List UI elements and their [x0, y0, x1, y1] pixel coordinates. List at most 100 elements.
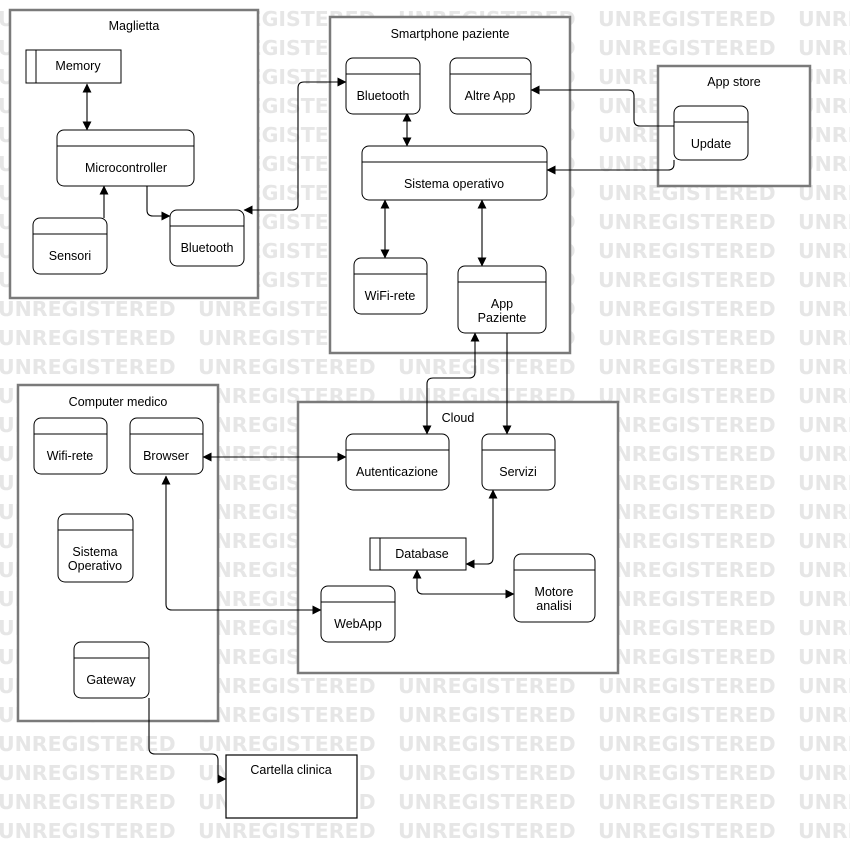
node-memory: Memory	[25, 49, 122, 84]
watermark-text: UNREGISTERED	[598, 558, 776, 582]
watermark-text: UNREGISTERED	[598, 819, 776, 843]
node-motore-analisi-label-2: analisi	[536, 599, 571, 613]
watermark-text: UNREGISTERED	[598, 587, 776, 611]
watermark-text: UNREGISTERED	[598, 471, 776, 495]
watermark-text: UNREGISTERED	[798, 7, 850, 31]
node-microcontroller-label: Microcontroller	[85, 161, 167, 175]
watermark-text: UNREGISTERED	[798, 732, 850, 756]
container-smartphone-title: Smartphone paziente	[391, 27, 510, 41]
watermark-text: UNREGISTERED	[798, 819, 850, 843]
watermark-text: UNREGISTERED	[398, 732, 576, 756]
watermark-text: UNREGISTERED	[598, 500, 776, 524]
watermark-text: UNREGISTERED	[0, 819, 176, 843]
node-microcontroller: Microcontroller	[56, 129, 195, 187]
node-wifi-rete-phone-label: WiFi-rete	[365, 289, 416, 303]
node-sistema-operativo-pc-label-1: Sistema	[72, 545, 117, 559]
watermark-text: UNREGISTERED	[798, 761, 850, 785]
container-computer-medico-title: Computer medico	[69, 395, 168, 409]
node-update: Update	[673, 105, 749, 161]
watermark-text: UNREGISTERED	[0, 326, 176, 350]
edge-browser-webapp	[161, 475, 322, 615]
node-wifi-rete-pc-label: Wifi-rete	[47, 449, 94, 463]
watermark-text: UNREGISTERED	[598, 413, 776, 437]
container-maglietta-title: Maglietta	[109, 19, 160, 33]
watermark-text: UNREGISTERED	[398, 761, 576, 785]
edge-bluetooth-maglietta-bluetooth-phone	[243, 77, 347, 215]
watermark-text: UNREGISTERED	[798, 384, 850, 408]
watermark-text: UNREGISTERED	[598, 268, 776, 292]
node-webapp-label: WebApp	[334, 617, 382, 631]
watermark-text: UNREGISTERED	[598, 674, 776, 698]
watermark-text: UNREGISTERED	[0, 355, 176, 379]
node-bluetooth-maglietta: Bluetooth	[169, 209, 245, 267]
watermark-text: UNREGISTERED	[798, 297, 850, 321]
watermark-text: UNREGISTERED	[798, 529, 850, 553]
edge-app-paziente-autenticazione	[422, 332, 480, 435]
watermark-text: UNREGISTERED	[598, 761, 776, 785]
container-app-store-title: App store	[707, 75, 761, 89]
watermark-text: UNREGISTERED	[798, 210, 850, 234]
node-wifi-rete-phone: WiFi-rete	[353, 257, 428, 315]
watermark-text: UNREGISTERED	[798, 413, 850, 437]
watermark-text: UNREGISTERED	[398, 355, 576, 379]
watermark-text: UNREGISTERED	[198, 674, 376, 698]
watermark-text: UNREGISTERED	[598, 703, 776, 727]
watermark-text: UNREGISTERED	[598, 297, 776, 321]
watermark-text: UNREGISTERED	[398, 819, 576, 843]
watermark-text: UNREGISTERED	[798, 500, 850, 524]
node-sistema-operativo-phone-label: Sistema operativo	[404, 177, 504, 191]
container-cloud-title: Cloud	[442, 411, 475, 425]
watermark-text: UNREGISTERED	[598, 239, 776, 263]
node-sistema-operativo-pc: Sistema Operativo	[57, 513, 134, 583]
node-altre-app: Altre App	[449, 57, 532, 115]
watermark-text: UNREGISTERED	[798, 239, 850, 263]
watermark-text: UNREGISTERED	[598, 7, 776, 31]
edge-gateway-cartella-clinica	[148, 698, 227, 784]
watermark-text: UNREGISTERED	[598, 384, 776, 408]
connections	[82, 77, 675, 784]
node-sensori: Sensori	[32, 217, 108, 275]
node-sistema-operativo-phone: Sistema operativo	[361, 145, 548, 201]
watermark-text: UNREGISTERED	[798, 471, 850, 495]
watermark-text: UNREGISTERED	[398, 674, 576, 698]
watermark-text: UNREGISTERED	[198, 355, 376, 379]
edge-servizi-database	[465, 489, 498, 569]
watermark-text: UNREGISTERED	[598, 529, 776, 553]
watermark-text: UNREGISTERED	[598, 210, 776, 234]
watermark-text: UNREGISTERED	[798, 645, 850, 669]
node-update-label: Update	[691, 137, 731, 151]
node-bluetooth-maglietta-label: Bluetooth	[181, 241, 234, 255]
edge-update-sistema-operativo	[546, 160, 675, 175]
node-motore-analisi: Motore analisi	[513, 553, 596, 623]
watermark-text: UNREGISTERED	[0, 297, 176, 321]
node-autenticazione-label: Autenticazione	[356, 465, 438, 479]
node-wifi-rete-pc: Wifi-rete	[33, 417, 108, 475]
watermark-text: UNREGISTERED	[798, 616, 850, 640]
watermark-text: UNREGISTERED	[598, 616, 776, 640]
node-cartella-clinica: Cartella clinica	[225, 754, 358, 819]
node-sensori-label: Sensori	[49, 249, 91, 263]
node-webapp: WebApp	[320, 585, 396, 643]
node-servizi: Servizi	[481, 433, 556, 491]
node-gateway: Gateway	[73, 641, 150, 699]
watermark-text: UNREGISTERED	[0, 790, 176, 814]
node-browser: Browser	[129, 417, 204, 475]
node-gateway-label: Gateway	[86, 673, 136, 687]
watermark-text: UNREGISTERED	[798, 355, 850, 379]
node-app-paziente-label-1: App	[491, 297, 513, 311]
watermark-text: UNREGISTERED	[198, 732, 376, 756]
watermark-text: UNREGISTERED	[598, 645, 776, 669]
watermark-text: UNREGISTERED	[798, 674, 850, 698]
node-browser-label: Browser	[143, 449, 189, 463]
watermark-text: UNREGISTERED	[198, 819, 376, 843]
watermark-text: UNREGISTERED	[398, 790, 576, 814]
node-bluetooth-phone: Bluetooth	[345, 57, 421, 115]
node-altre-app-label: Altre App	[465, 89, 516, 103]
node-database-label: Database	[395, 547, 449, 561]
watermark-text: UNREGISTERED	[798, 268, 850, 292]
node-autenticazione: Autenticazione	[345, 433, 450, 491]
watermark-text: UNREGISTERED	[0, 732, 176, 756]
node-database: Database	[369, 537, 467, 571]
node-cartella-clinica-label: Cartella clinica	[250, 763, 331, 777]
